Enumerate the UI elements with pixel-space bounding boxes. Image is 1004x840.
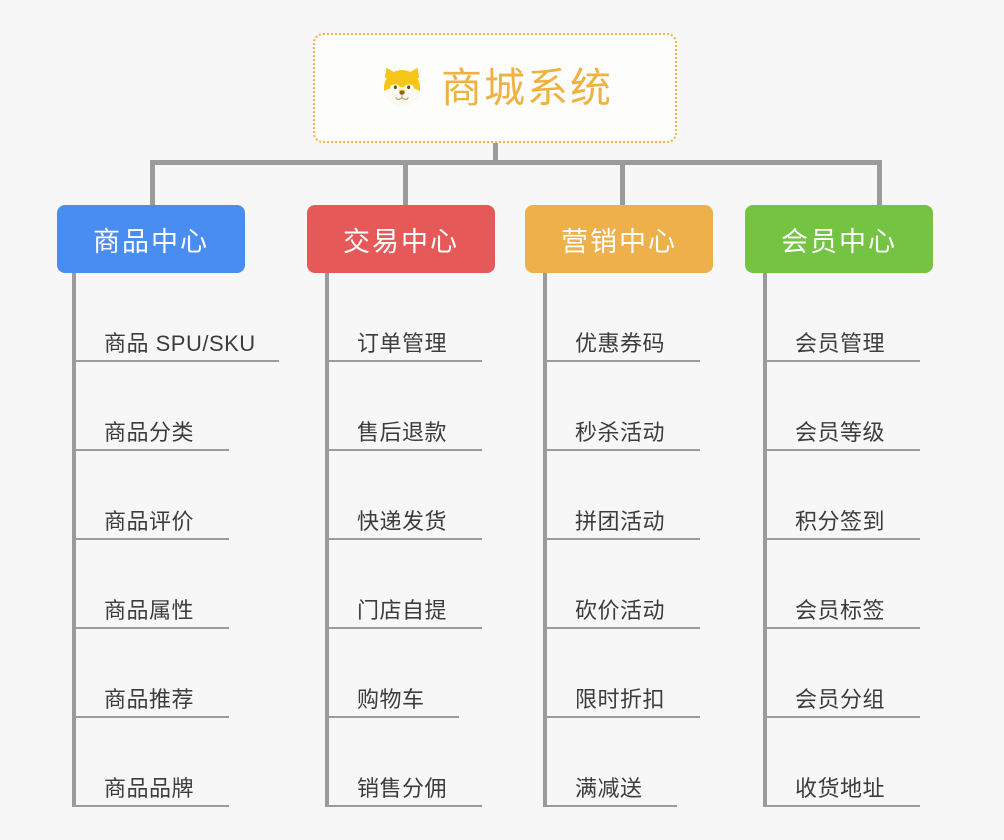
leaf-item[interactable]: 商品 SPU/SKU <box>72 273 279 362</box>
branch-header-4[interactable]: 会员中心 <box>745 205 933 273</box>
leaf-item[interactable]: 商品分类 <box>72 362 229 451</box>
leaf-item-label: 商品 SPU/SKU <box>104 330 256 356</box>
leaf-item-label: 商品品牌 <box>104 775 195 801</box>
leaf-item-label: 限时折扣 <box>575 686 666 712</box>
leaf-item-label: 订单管理 <box>357 330 448 356</box>
leaf-item[interactable]: 购物车 <box>325 629 459 718</box>
leaf-item-label: 商品分类 <box>104 419 195 445</box>
branch-header-label: 营销中心 <box>561 226 677 257</box>
leaf-item[interactable]: 拼团活动 <box>543 451 700 540</box>
leaf-item[interactable]: 收货地址 <box>763 718 920 807</box>
leaf-item[interactable]: 秒杀活动 <box>543 362 700 451</box>
leaf-item[interactable]: 订单管理 <box>325 273 482 362</box>
branch-header-label: 会员中心 <box>781 226 897 257</box>
branch-header-3[interactable]: 营销中心 <box>525 205 713 273</box>
leaf-spine <box>72 273 76 807</box>
leaf-item-label: 销售分佣 <box>357 775 448 801</box>
leaf-spine <box>543 273 547 807</box>
leaf-item[interactable]: 满减送 <box>543 718 677 807</box>
branch-header-1[interactable]: 商品中心 <box>57 205 245 273</box>
connector-drop-4 <box>877 160 882 205</box>
leaf-item-label: 会员等级 <box>795 419 886 445</box>
leaf-item-label: 会员分组 <box>795 686 886 712</box>
leaf-item[interactable]: 门店自提 <box>325 540 482 629</box>
leaf-item[interactable]: 会员管理 <box>763 273 920 362</box>
leaf-item[interactable]: 会员分组 <box>763 629 920 718</box>
leaf-spine <box>325 273 329 807</box>
leaf-item[interactable]: 会员等级 <box>763 362 920 451</box>
leaf-item[interactable]: 优惠券码 <box>543 273 700 362</box>
connector-drop-2 <box>403 160 408 205</box>
leaf-item-label: 快递发货 <box>357 508 448 534</box>
leaf-item[interactable]: 限时折扣 <box>543 629 700 718</box>
leaf-item[interactable]: 商品推荐 <box>72 629 229 718</box>
leaf-item[interactable]: 商品评价 <box>72 451 229 540</box>
leaf-item[interactable]: 积分签到 <box>763 451 920 540</box>
leaf-item-label: 满减送 <box>575 775 643 801</box>
leaf-item[interactable]: 商品品牌 <box>72 718 229 807</box>
branch-header-2[interactable]: 交易中心 <box>307 205 495 273</box>
leaf-item[interactable]: 砍价活动 <box>543 540 700 629</box>
leaf-item-label: 会员管理 <box>795 330 886 356</box>
leaf-item[interactable]: 会员标签 <box>763 540 920 629</box>
connector-root-stem <box>493 143 498 163</box>
leaf-item-label: 优惠券码 <box>575 330 666 356</box>
leaf-item-label: 积分签到 <box>795 508 886 534</box>
leaf-item-label: 秒杀活动 <box>575 419 666 445</box>
leaf-item-label: 售后退款 <box>357 419 448 445</box>
shiba-dog-icon <box>377 63 427 113</box>
root-title: 商城系统 <box>441 64 613 111</box>
leaf-item-label: 商品评价 <box>104 508 195 534</box>
leaf-item-label: 拼团活动 <box>575 508 666 534</box>
leaf-spine <box>763 273 767 807</box>
root-node[interactable]: 商城系统 <box>313 33 677 143</box>
branch-header-label: 商品中心 <box>93 226 209 257</box>
connector-horizontal-bus <box>150 160 880 165</box>
connector-drop-3 <box>620 160 625 205</box>
leaf-item-label: 购物车 <box>357 686 425 712</box>
leaf-item-label: 商品属性 <box>104 597 195 623</box>
leaf-item-label: 收货地址 <box>795 775 886 801</box>
leaf-item[interactable]: 商品属性 <box>72 540 229 629</box>
leaf-item-label: 砍价活动 <box>575 597 666 623</box>
leaf-item[interactable]: 快递发货 <box>325 451 482 540</box>
leaf-item-label: 门店自提 <box>357 597 448 623</box>
leaf-item-label: 商品推荐 <box>104 686 195 712</box>
leaf-item[interactable]: 售后退款 <box>325 362 482 451</box>
leaf-item[interactable]: 销售分佣 <box>325 718 482 807</box>
branch-header-label: 交易中心 <box>343 226 459 257</box>
connector-drop-1 <box>150 160 155 205</box>
leaf-item-label: 会员标签 <box>795 597 886 623</box>
